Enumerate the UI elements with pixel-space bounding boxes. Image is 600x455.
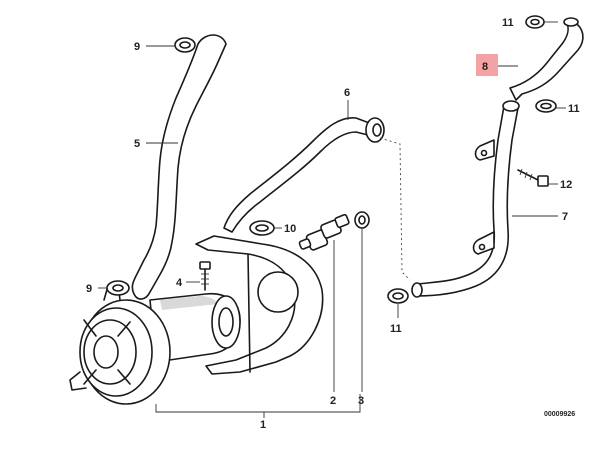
leader-1-bracket [155, 394, 361, 413]
callout-4: 4 [176, 277, 183, 289]
check-valve-2 [298, 213, 350, 251]
hose-clamp-11-bottom [387, 288, 409, 304]
callout-11-top: 11 [502, 17, 514, 29]
callout-3: 3 [358, 395, 364, 407]
dashed-guide-6 [379, 137, 411, 281]
hose-clamp-9-bottom [106, 280, 130, 296]
pipe-7 [411, 100, 520, 298]
reference-code: 00009926 [544, 411, 575, 418]
callout-11-bottom: 11 [390, 323, 402, 335]
callout-7: 7 [562, 211, 568, 223]
callout-9-bottom: 9 [86, 283, 92, 295]
hose-5 [131, 34, 227, 300]
pump-bracket [195, 235, 324, 375]
callout-labels: 9 5 6 10 4 9 2 3 1 8 11 11 12 7 11 00009… [86, 17, 580, 431]
callout-8: 8 [482, 61, 488, 73]
hose-clamp-11-middle [535, 99, 557, 113]
hose-clamp-11-top [525, 15, 545, 29]
hose-6 [223, 117, 385, 233]
callout-5: 5 [134, 138, 140, 150]
highlight-8 [476, 54, 498, 76]
bolt-4 [199, 261, 211, 291]
bolt-12 [517, 168, 549, 187]
callout-1: 1 [260, 419, 266, 431]
hose-8 [509, 17, 584, 101]
callout-6: 6 [344, 87, 350, 99]
leader-lines [98, 21, 566, 418]
seal-ring-3 [354, 211, 370, 229]
callout-10: 10 [284, 223, 296, 235]
air-pump-1 [69, 283, 241, 405]
hose-clamp-10 [249, 220, 275, 236]
callout-12: 12 [560, 179, 572, 191]
hose-clamp-9-top [174, 37, 196, 53]
callout-11-middle: 11 [568, 103, 580, 115]
callout-9-top: 9 [134, 41, 140, 53]
callout-2: 2 [330, 395, 336, 407]
